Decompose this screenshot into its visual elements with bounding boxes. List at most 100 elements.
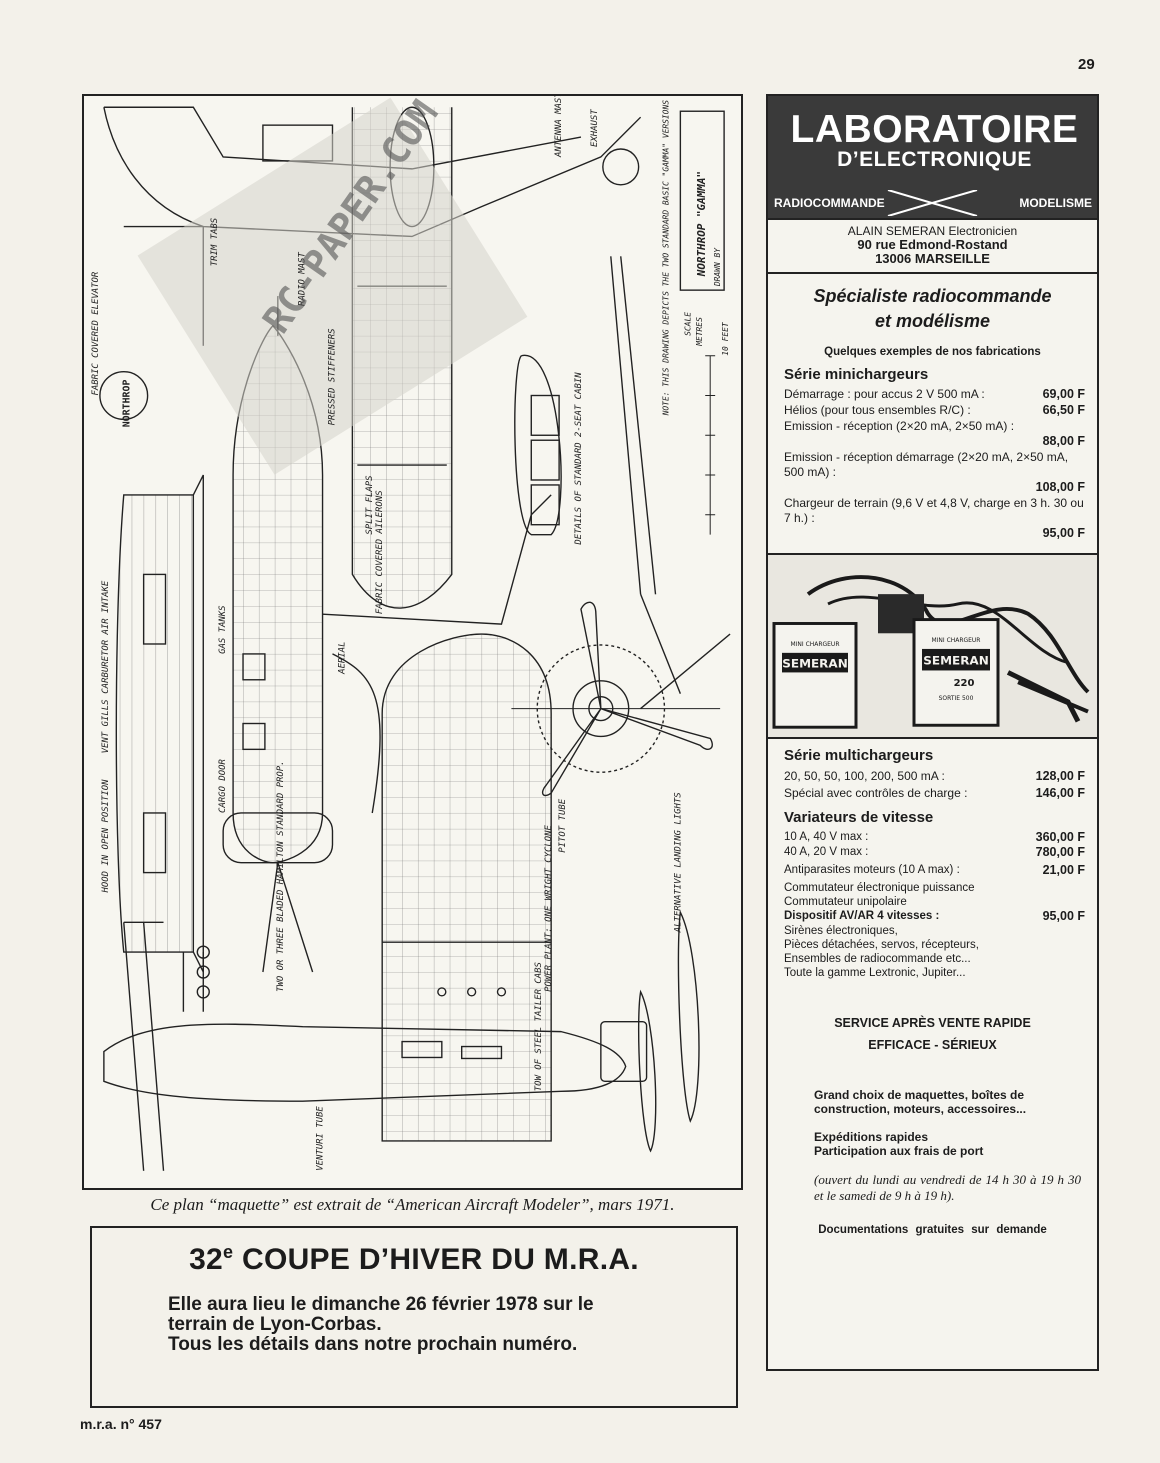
ad-specialist: Spécialiste radiocommande et modélisme [768, 284, 1097, 334]
ad-mini-title: Série minichargeurs [784, 366, 929, 383]
label-exhaust: EXHAUST [590, 109, 600, 147]
photo-brand-left: SEMERAN [782, 657, 847, 671]
airfoil-sections [638, 909, 700, 1153]
label-pressed-stiffeners: PRESSED STIFFENERS [327, 328, 337, 425]
ad-laboratoire: LABORATOIRE [790, 108, 1079, 151]
photo-brand-right: SEMERAN [923, 654, 988, 668]
label-power-plant: POWER PLANT: ONE WRIGHT CYCLONE [544, 824, 554, 991]
northrop-gamma-plan: NORTHROP "GAMMA" DRAWN BY SCALE NORTHROP… [91, 96, 731, 1171]
ad-exped-line: Participation aux frais de port [814, 1144, 984, 1158]
ad-plain-item: Toute la gamme Lextronic, Jupiter... [784, 967, 966, 979]
photo-model: 220 [954, 678, 975, 689]
ad-price-item: Chargeur de terrain (9,6 V et 4,8 V, cha… [784, 496, 1085, 540]
photo-mini-left: MINI CHARGEUR [791, 641, 840, 648]
ad-spec-line: Spécialiste radiocommande [813, 286, 1052, 306]
bottom-fuselage-view [103, 921, 648, 1171]
scale-ruler [705, 355, 716, 535]
ad-plain-item: Ensembles de radiocommande etc... [784, 953, 971, 965]
ad-header-banner [768, 190, 1097, 216]
ad-price-item: Spécial avec contrôles de charge :146,00… [784, 786, 1085, 800]
coupe-title: 32e COUPE D’HIVER DU M.R.A. [189, 1242, 639, 1276]
ad-plain-item: Commutateur électronique puissance [784, 882, 975, 894]
charger-box-right [912, 618, 1000, 727]
label-trim-tabs: TRIM TABS [210, 218, 220, 266]
aircraft-plan-drawing: NORTHROP "GAMMA" DRAWN BY SCALE NORTHROP… [82, 94, 743, 1190]
ad-address: ALAIN SEMERAN Electronicien 90 rue Edmon… [768, 220, 1097, 272]
page-number: 29 [1078, 56, 1095, 73]
label-antenna-mast: ANTENNA MAST [554, 96, 564, 158]
ad-hours: (ouvert du lundi au vendredi de 14 h 30 … [814, 1172, 1081, 1203]
ad-price-item: Emission - réception démarrage (2×20 mA,… [784, 450, 1085, 494]
watermark [137, 97, 528, 475]
ad-plain-item: Sirènes électroniques, [784, 925, 898, 937]
fuselage-side-view [115, 474, 204, 973]
label-radio-mast: RADIO MAST [298, 252, 308, 306]
coupe-body: Elle aura lieu le dimanche 26 février 19… [168, 1295, 716, 1355]
ad-price-item: 40 A, 20 V max :780,00 F [784, 845, 1085, 859]
label-aerial: AERIAL [337, 642, 347, 675]
label-fabric-elevator: FABRIC COVERED ELEVATOR [91, 271, 101, 395]
label-carburetor: CARBURETOR AIR INTAKE [101, 580, 111, 694]
coupe-line: Elle aura lieu le dimanche 26 février 19… [168, 1294, 594, 1315]
label-pitot: PITOT TUBE [558, 798, 568, 852]
ad-multi-list: 20, 50, 50, 100, 200, 500 mA :128,00 F S… [768, 768, 1097, 801]
label-gas-tanks: GAS TANKS [218, 605, 228, 653]
label-note: NOTE: THIS DRAWING DEPICTS THE TWO STAND… [661, 100, 670, 417]
charger-photo: MINI CHARGEUR SEMERAN MINI CHARGEUR SEME… [768, 553, 1097, 739]
photo-mini-right: MINI CHARGEUR [932, 637, 981, 644]
label-cargo-door: CARGO DOOR [218, 759, 228, 813]
fuselage-top-view [222, 296, 334, 973]
ad-expeditions: Expéditions rapides Participation aux fr… [768, 1130, 1097, 1158]
label-cabin: DETAILS OF STANDARD 2-SEAT CABIN [574, 372, 584, 546]
ad-documentation: Documentations gratuites sur demande [818, 1224, 1047, 1236]
cabin-detail [514, 256, 682, 694]
coupe-line: Tous les détails dans notre prochain num… [168, 1334, 578, 1355]
northrop-logo [99, 370, 149, 421]
label-fabric-ailerons: FABRIC COVERED AILERONS [375, 490, 385, 614]
label-metres: METRES [695, 317, 704, 347]
ad-modelisme: MODELISME [1019, 196, 1092, 210]
label-vent: VENT GILLS [101, 700, 111, 754]
ad-price-item: Emission - réception (2×20 mA, 2×50 mA) … [784, 419, 1085, 448]
ad-var-title: Variateurs de vitesse [784, 809, 934, 826]
ad-service-line: SERVICE APRÈS VENTE RAPIDE [834, 1016, 1031, 1030]
plan-caption: Ce plan “maquette” est extrait de “Ameri… [150, 1195, 675, 1214]
ad-examples: Quelques exemples de nos fabrications [824, 346, 1041, 358]
coupe-line: terrain de Lyon-Corbas. [168, 1314, 382, 1335]
ad-service: SERVICE APRÈS VENTE RAPIDE EFFICACE - SÉ… [768, 1012, 1097, 1056]
ad-owner: ALAIN SEMERAN Electronicien [847, 224, 1018, 238]
photo-sortie: SORTIE 500 [939, 695, 974, 702]
ad-var-list: 10 A, 40 V max :360,00 F 40 A, 20 V max … [768, 830, 1097, 980]
ad-plain-item: Commutateur unipolaire [784, 896, 907, 908]
ad-price-item: Démarrage : pour accus 2 V 500 mA :69,00… [784, 387, 1085, 401]
label-landing-lights: ALTERNATIVE LANDING LIGHTS [673, 792, 683, 933]
ad-price-item: Dispositif AV/AR 4 vitesses :95,00 F [784, 909, 1085, 923]
ad-city: 13006 MARSEILLE [875, 251, 990, 266]
ad-service-line: EFFICACE - SÉRIEUX [868, 1038, 997, 1052]
charger-box-left [772, 622, 858, 729]
label-tail-wheel: TOW OF STEEL TAILER CABS [534, 962, 544, 1091]
scale-text: SCALE [683, 312, 692, 336]
ad-multi-title: Série multichargeurs [784, 747, 934, 764]
ad-street: 90 rue Edmond-Rostand [857, 237, 1008, 252]
ad-price-item: Antiparasites moteurs (10 A max) :21,00 … [784, 863, 1085, 877]
wing-front-view [322, 494, 552, 814]
ad-radiocommande: RADIOCOMMANDE [774, 196, 885, 210]
ad-electronique: D’ELECTRONIQUE [837, 148, 1032, 171]
ad-price-item: 20, 50, 50, 100, 200, 500 mA :128,00 F [784, 769, 1085, 783]
label-feet: 10 FEET [721, 321, 730, 356]
title-block-text: NORTHROP "GAMMA" [695, 171, 708, 277]
ad-choice: Grand choix de maquettes, boîtes de cons… [814, 1088, 1027, 1116]
ad-divider [768, 272, 1097, 274]
ad-spec-line: et modélisme [874, 311, 991, 331]
lower-wing-planform [381, 633, 552, 1142]
label-split-flaps: SPLIT FLAPS [365, 475, 375, 534]
ad-exped-line: Expéditions rapides [814, 1130, 929, 1144]
semeran-advertisement: LABORATOIRE D’ELECTRONIQUE RADIOCOMMANDE… [766, 94, 1099, 1371]
drawn-by-text: DRAWN BY [713, 247, 722, 287]
label-prop: TWO OR THREE BLADED HAMILTON STANDARD PR… [276, 760, 286, 991]
ad-price-item: 10 A, 40 V max :360,00 F [784, 830, 1085, 844]
ad-plain-item: Pièces détachées, servos, récepteurs, [784, 939, 979, 951]
coupe-announcement: 32e COUPE D’HIVER DU M.R.A. Elle aura li… [90, 1226, 738, 1408]
ad-header: LABORATOIRE D’ELECTRONIQUE RADIOCOMMANDE… [768, 96, 1097, 220]
